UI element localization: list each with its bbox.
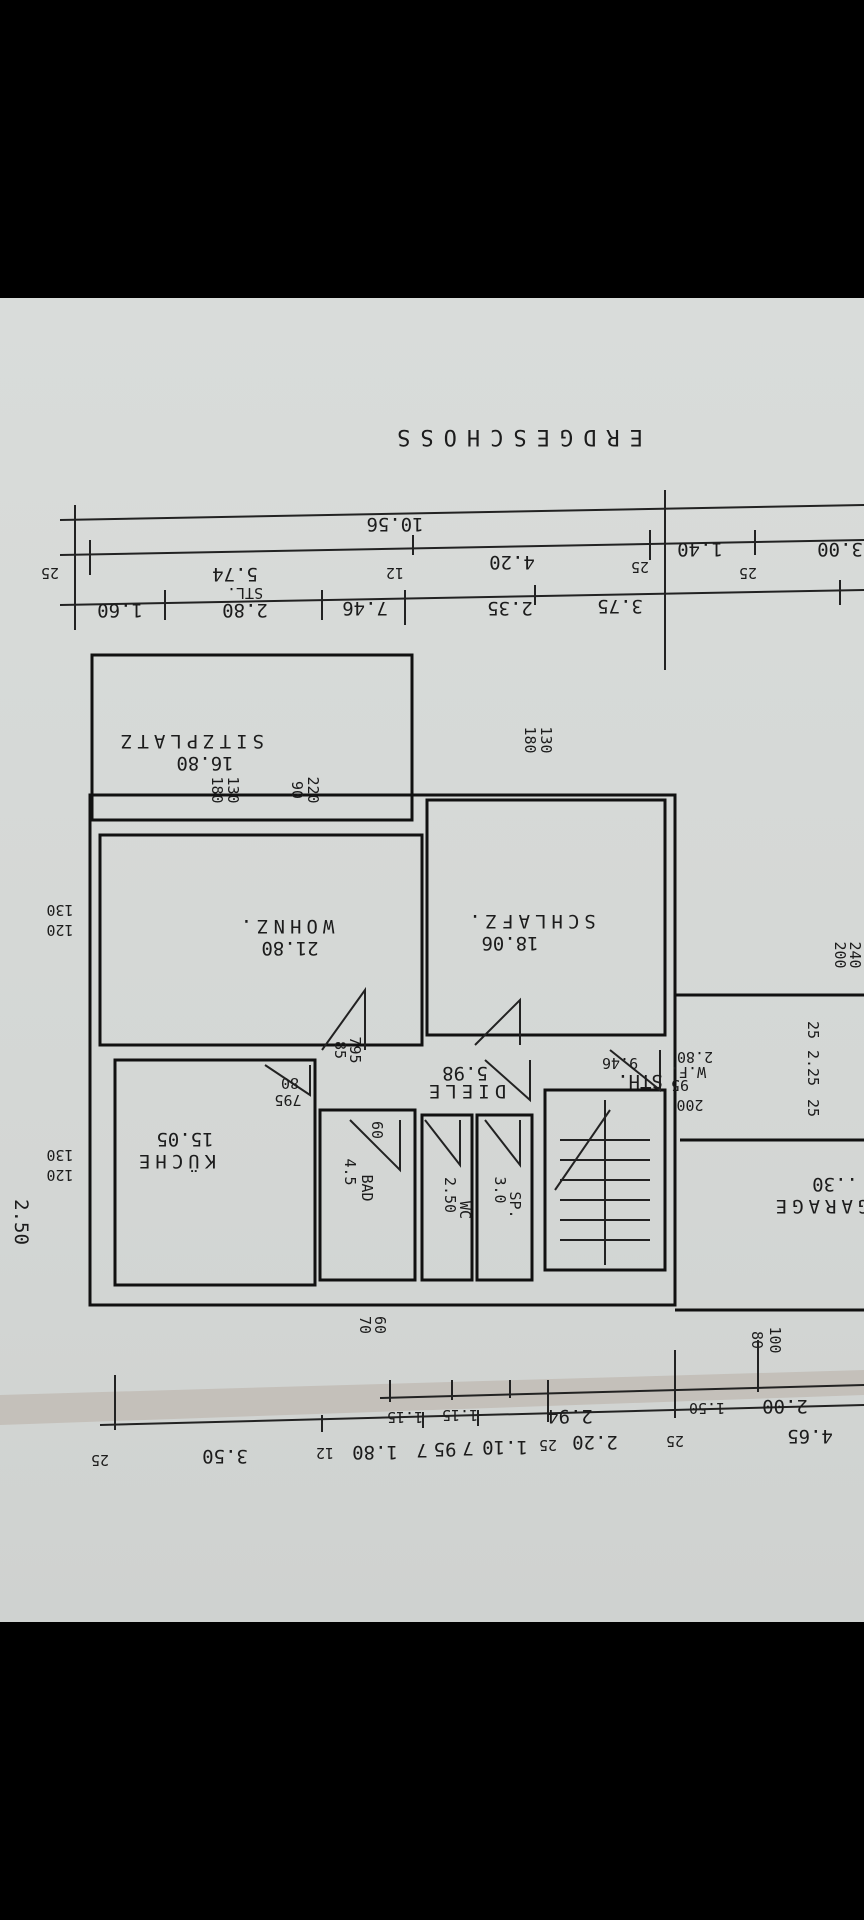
dim: 1.10	[482, 1436, 528, 1458]
opening-dim: 130	[224, 776, 242, 803]
dim: 12	[316, 1444, 334, 1462]
dim: 2.94	[547, 1405, 593, 1427]
room-sitzplatz-name: SITZPLATZ	[116, 730, 264, 752]
dim: 2.80	[222, 599, 268, 621]
dim: STL.	[227, 584, 263, 602]
dim: 2.00	[762, 1395, 808, 1417]
dim: 25	[739, 564, 757, 582]
room-wohnz-name: WOHNZ.	[236, 915, 335, 937]
room-wohnz-area: 21.80	[261, 937, 318, 959]
dim: 1.15	[442, 1406, 478, 1424]
door-dim: 200	[676, 1096, 703, 1114]
dim: 2.35	[487, 597, 533, 619]
dim: 25	[666, 1432, 684, 1450]
dim: 4.20	[489, 551, 535, 573]
dim: 3.00	[817, 538, 863, 560]
top-dimension-lines	[59, 490, 864, 670]
dim: 25	[41, 564, 59, 582]
opening-dim: 100	[766, 1326, 784, 1353]
opening-dim: 70	[356, 1316, 374, 1334]
side-dim: 2.50	[10, 1199, 32, 1245]
dim: 5.74	[212, 563, 258, 585]
side-dim: 240	[846, 941, 864, 968]
dim: 1.40	[677, 538, 723, 560]
opening-dim: 220	[304, 776, 322, 803]
room-sitzplatz-area: 16.80	[176, 752, 233, 774]
room-bad-area: 4.5	[341, 1158, 359, 1185]
dim-overall: 10.56	[366, 513, 423, 535]
dim: 12	[386, 564, 404, 582]
door-dim: 795	[274, 1091, 301, 1109]
room-schlafz-area: 18.06	[481, 932, 538, 954]
door-dim: 795	[346, 1036, 364, 1063]
room-sth-area: 9.46	[602, 1054, 638, 1072]
room-sp-name: SP.	[506, 1191, 524, 1218]
plan-title: ERDGESCHOSS	[387, 424, 643, 449]
wf-dim: 2.25	[804, 1050, 822, 1086]
door-swings	[264, 986, 661, 1173]
room-wc-name: WC	[456, 1201, 474, 1219]
wf-dim: 25	[804, 1021, 822, 1039]
opening-dim: 120	[46, 921, 73, 939]
door-dim: 85	[331, 1041, 349, 1059]
room-sth-name: STH.	[617, 1070, 663, 1092]
door-dim: 80	[281, 1074, 299, 1092]
room-sp-area: 3.0	[491, 1176, 509, 1203]
dim: 7	[462, 1437, 473, 1459]
side-dim: 200	[831, 941, 849, 968]
room-kueche-name: KÜCHE	[134, 1150, 216, 1173]
bottom-dimension-lines	[99, 1340, 864, 1432]
room-kueche-area: 15.05	[156, 1128, 213, 1150]
opening-dim: 60	[371, 1316, 389, 1334]
room-diele-name: DIELE	[424, 1080, 506, 1102]
opening-dim: 130	[537, 726, 555, 753]
dim: 1.80	[352, 1441, 398, 1463]
room-wc-area: 2.50	[441, 1177, 459, 1213]
stair	[554, 1100, 650, 1265]
wf-dim: 25	[804, 1099, 822, 1117]
dim: 3.50	[202, 1445, 248, 1467]
dim: 1.60	[97, 599, 143, 621]
dim: 1.15	[387, 1408, 423, 1426]
dim: 7	[416, 1439, 427, 1461]
room-bad-name: BAD	[358, 1174, 376, 1201]
room-wf-name: W.F.	[670, 1063, 706, 1081]
dim: 1.50	[689, 1399, 725, 1417]
opening-dim: 130	[46, 1146, 73, 1164]
room-diele-area: 5.98	[442, 1062, 488, 1084]
opening-dim: 130	[46, 901, 73, 919]
opening-dim: 90	[288, 781, 306, 799]
dim: 4.65	[787, 1425, 833, 1447]
opening-dim: 120	[46, 1166, 73, 1184]
dim: 25	[539, 1436, 557, 1454]
room-wf-area: 2.80	[677, 1048, 713, 1066]
opening-dim: 180	[521, 726, 539, 753]
door-dim: 95	[671, 1076, 689, 1094]
opening-dim: 180	[208, 776, 226, 803]
dim: 7.46	[342, 597, 388, 619]
dim: 25	[91, 1451, 109, 1469]
room-garage-area: ..30	[812, 1173, 858, 1195]
dim: 95	[434, 1438, 457, 1460]
dim: 25	[631, 558, 649, 576]
room-garage-name: GARAGE	[771, 1195, 864, 1217]
door-dim: 60	[368, 1121, 386, 1139]
walls	[88, 653, 864, 1312]
dim: 3.75	[597, 595, 643, 617]
dim: 2.20	[572, 1431, 618, 1453]
room-schlafz-name: SCHLAFZ.	[464, 910, 596, 932]
